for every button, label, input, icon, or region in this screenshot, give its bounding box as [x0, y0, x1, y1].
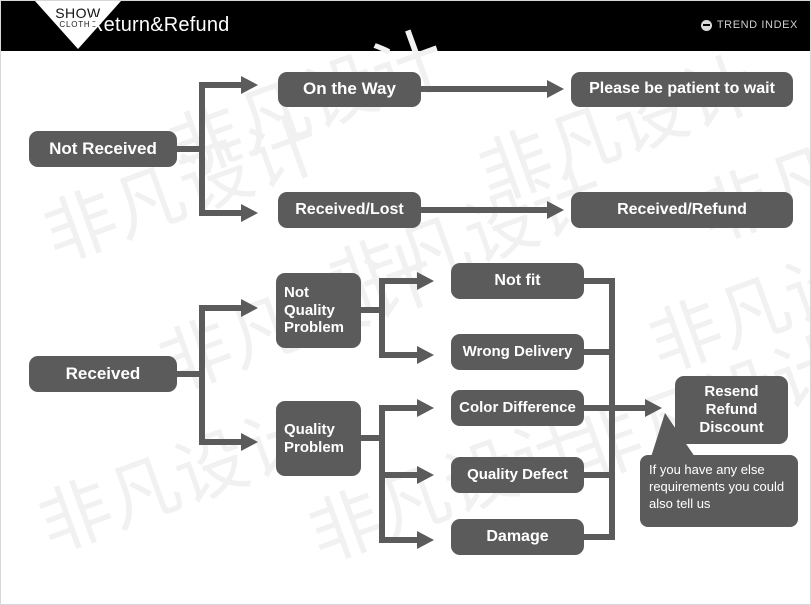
node-label: Not fit — [494, 271, 541, 289]
node-label: Not Received — [49, 138, 157, 158]
node-damage[interactable]: Damage — [451, 519, 584, 555]
extra-requirements-callout: If you have any else requirements you co… — [640, 455, 798, 527]
node-on-the-way[interactable]: On the Way — [278, 72, 421, 107]
collector-quality-defect-line — [584, 472, 615, 478]
edge-quality-defect-line — [379, 472, 421, 478]
node-received-refund[interactable]: Received/Refund — [571, 192, 793, 228]
collector-to-resend-line — [609, 405, 649, 411]
edge-wait-arrow — [547, 80, 564, 98]
edge-not-fit-line — [379, 278, 421, 284]
logo-clothe-text: CLOTHE — [59, 20, 97, 29]
node-label: Received/Refund — [617, 200, 747, 218]
watermark-text: 非凡设计 — [32, 100, 332, 279]
collector-not-fit-line — [584, 278, 615, 284]
collector-color-diff-line — [584, 405, 615, 411]
logo-show-text: SHOW — [55, 5, 101, 21]
edge-qp-stub — [361, 435, 383, 441]
edge-color-diff-line — [379, 405, 421, 411]
triangle-logo-icon — [35, 1, 121, 49]
node-label: Received/Lost — [295, 200, 404, 218]
node-label: Not Quality Problem — [284, 283, 345, 337]
edge-received-stub — [177, 371, 205, 377]
node-quality-defect[interactable]: Quality Defect — [451, 457, 584, 493]
node-not-fit[interactable]: Not fit — [451, 263, 584, 299]
edge-not-received-stub — [177, 146, 205, 152]
edge-refund-arrow — [547, 201, 564, 219]
node-received-lost[interactable]: Received/Lost — [278, 192, 421, 228]
node-not-quality-problem[interactable]: Not Quality Problem — [276, 273, 361, 348]
node-label: Please be patient to wait — [589, 80, 775, 98]
collector-damage-line — [584, 534, 615, 540]
edge-on-the-way-line — [199, 82, 245, 88]
node-label: Quality Defect — [467, 466, 568, 484]
node-not-received[interactable]: Not Received — [29, 131, 177, 167]
page-header: SHOW CLOTHE Return&Refund TREND INDEX — [1, 1, 810, 51]
trend-index-label: TREND INDEX — [716, 19, 798, 31]
node-label: Color Difference — [459, 399, 576, 417]
page-title: Return&Refund — [89, 14, 230, 36]
edge-nqp-arrow — [241, 299, 258, 317]
edge-not-fit-arrow — [417, 272, 434, 290]
edge-damage-arrow — [417, 531, 434, 549]
edge-refund-line — [421, 207, 549, 213]
diagram-canvas: 非凡设计非凡设计非凡设计非凡设计非凡设计非凡设计非凡设计非凡设计非凡设计非凡设计 — [1, 16, 810, 604]
collector-wrong-delivery-line — [584, 349, 615, 355]
edge-quality-defect-arrow — [417, 466, 434, 484]
node-received[interactable]: Received — [29, 356, 177, 392]
node-label: On the Way — [303, 79, 396, 99]
edge-received-lost-line — [199, 210, 245, 216]
node-color-difference[interactable]: Color Difference — [451, 390, 584, 426]
node-wrong-delivery[interactable]: Wrong Delivery — [451, 334, 584, 370]
node-quality-problem[interactable]: Quality Problem — [276, 401, 361, 476]
edge-wrong-delivery-line — [379, 352, 421, 358]
edge-nqp-bus — [379, 278, 385, 358]
edge-wrong-delivery-arrow — [417, 346, 434, 364]
edge-not-received-bus — [199, 82, 205, 216]
edge-wait-line — [421, 86, 549, 92]
edge-received-lost-arrow — [241, 204, 258, 222]
node-label: Quality Problem — [284, 420, 345, 456]
globe-icon — [700, 19, 712, 31]
edge-received-bus — [199, 305, 205, 445]
edge-qp-arrow — [241, 433, 258, 451]
edge-damage-line — [379, 537, 421, 543]
edge-color-diff-arrow — [417, 399, 434, 417]
edge-qp-line — [199, 439, 245, 445]
collector-to-resend-arrow — [645, 399, 662, 417]
callout-pointer-icon — [651, 413, 695, 457]
edge-nqp-line — [199, 305, 245, 311]
node-please-be-patient-to-wait[interactable]: Please be patient to wait — [571, 72, 793, 107]
node-label: Wrong Delivery — [462, 343, 573, 361]
node-label: Damage — [486, 527, 549, 545]
node-label: Resend Refund Discount — [699, 383, 764, 436]
edge-nqp-stub — [361, 307, 383, 313]
trend-index-badge: TREND INDEX — [700, 19, 798, 31]
node-label: Received — [65, 363, 141, 383]
brand-logo: SHOW CLOTHE — [35, 1, 121, 49]
callout-text: If you have any else requirements you co… — [649, 462, 785, 511]
edge-on-the-way-arrow — [241, 76, 258, 94]
